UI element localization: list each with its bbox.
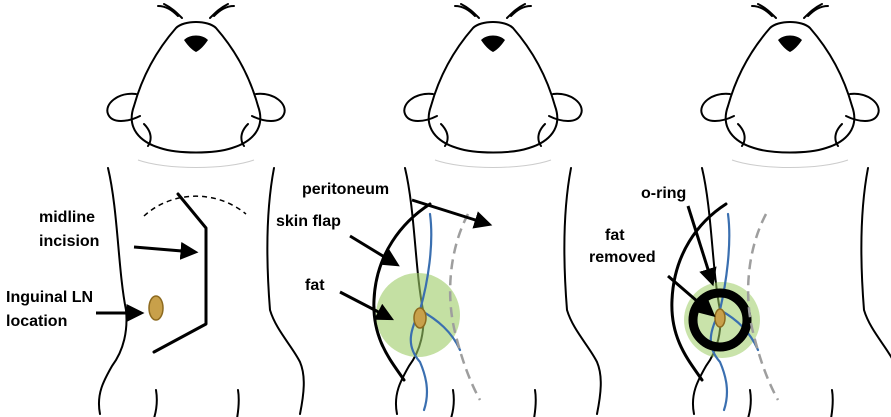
panel-2: peritoneum skin flap fat: [276, 4, 601, 417]
panel-3: o-ring fat removed: [589, 4, 891, 417]
label-o-ring: o-ring: [641, 185, 686, 202]
label-fat-removed-2: removed: [589, 249, 656, 266]
label-fat: fat: [305, 277, 325, 294]
panel-1: midline incision Inguinal LN location: [6, 4, 304, 417]
mouse-outline-1: [99, 4, 304, 417]
inguinal-ln-marker: [149, 296, 163, 320]
incision-outline: [154, 194, 206, 352]
inguinal-ln-marker-3: [715, 309, 725, 327]
label-inguinal-1: Inguinal LN: [6, 289, 93, 306]
midline-arrow: [134, 247, 194, 252]
label-skin-flap: skin flap: [276, 213, 341, 230]
peritoneum-arrow: [412, 200, 488, 224]
label-midline-2: incision: [39, 233, 99, 250]
label-midline-1: midline: [39, 209, 95, 226]
label-peritoneum: peritoneum: [302, 181, 389, 198]
label-fat-removed-1: fat: [605, 227, 625, 244]
skin-flap-arrow: [350, 236, 396, 264]
label-inguinal-2: location: [6, 313, 67, 330]
inguinal-ln-marker-2: [414, 308, 426, 328]
